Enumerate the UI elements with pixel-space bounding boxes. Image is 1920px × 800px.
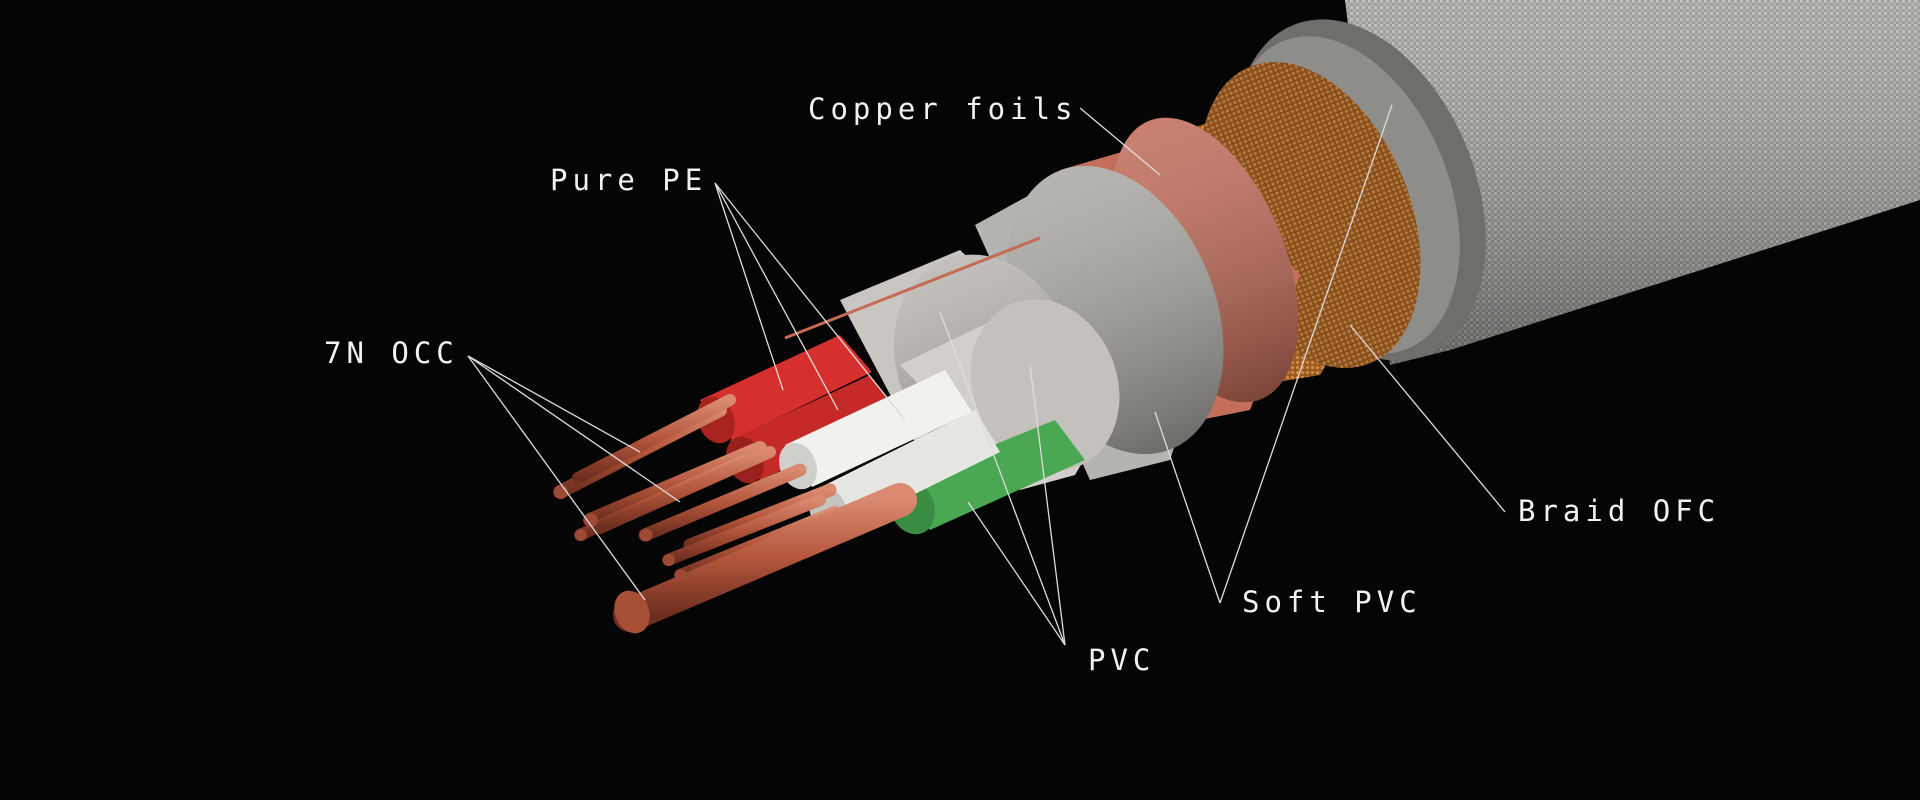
leader-pvc-1 xyxy=(939,311,1066,646)
copper-strands xyxy=(553,236,1041,634)
leader-7n-occ-1 xyxy=(467,355,641,453)
leader-soft-pvc-2 xyxy=(1219,104,1393,604)
leader-braid-ofc xyxy=(1349,324,1506,513)
leader-7n-occ-2 xyxy=(467,355,681,503)
leader-pure-pe-2 xyxy=(714,182,839,411)
label-pvc: PVC xyxy=(1088,643,1156,677)
leader-copper-foils xyxy=(1079,107,1161,176)
leader-pure-pe-3 xyxy=(714,182,906,421)
leader-pvc-2 xyxy=(1029,364,1066,646)
label-copper-foils: Copper foils xyxy=(808,92,1078,126)
label-pure-pe: Pure PE xyxy=(550,163,708,197)
leader-pure-pe-1 xyxy=(714,182,784,391)
label-soft-pvc: Soft PVC xyxy=(1242,585,1422,619)
leader-lines xyxy=(467,104,1506,646)
label-7n-occ: 7N OCC xyxy=(324,336,459,370)
leader-7n-occ-3 xyxy=(467,355,646,601)
label-braid-ofc: Braid OFC xyxy=(1518,494,1721,528)
leader-soft-pvc-1 xyxy=(1154,411,1221,604)
leader-pvc-3 xyxy=(967,501,1066,646)
